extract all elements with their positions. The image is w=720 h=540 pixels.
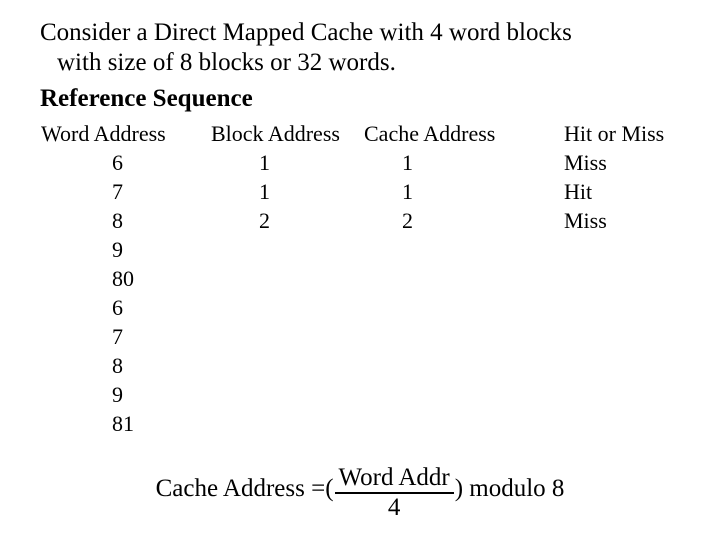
cell-word-address: 81 xyxy=(112,411,134,436)
table-row: 8 xyxy=(0,351,720,380)
section-title: Reference Sequence xyxy=(40,85,253,112)
cell-cache-address xyxy=(340,351,503,380)
cell-cache-address xyxy=(340,235,503,264)
cell-block-address xyxy=(185,351,340,380)
cell-block-address xyxy=(185,235,340,264)
cell-cache-address xyxy=(340,380,503,409)
cell-hit-or-miss xyxy=(503,409,720,438)
cell-cache-address xyxy=(340,409,503,438)
cell-block-address: 1 xyxy=(259,150,270,175)
cell-hit-or-miss xyxy=(503,322,720,351)
table-row: 6 1 1 Miss xyxy=(0,148,720,177)
intro-block: Consider a Direct Mapped Cache with 4 wo… xyxy=(40,18,700,78)
table-row: 6 xyxy=(0,293,720,322)
cell-word-address: 7 xyxy=(112,179,123,204)
fraction-bar xyxy=(334,492,454,494)
cell-word-address: 80 xyxy=(112,266,134,291)
cell-cache-address xyxy=(340,264,503,293)
intro-line-1: Consider a Direct Mapped Cache with 4 wo… xyxy=(40,19,572,46)
column-header-word-address: Word Address xyxy=(41,121,166,146)
cell-block-address xyxy=(185,293,340,322)
formula-fraction: Word Addr 4 xyxy=(334,464,454,522)
table-row: 9 xyxy=(0,380,720,409)
cell-hit-or-miss: Miss xyxy=(564,208,607,233)
table-row: 8 2 2 Miss xyxy=(0,206,720,235)
table-row: 9 xyxy=(0,235,720,264)
formula-numerator: Word Addr xyxy=(338,464,450,491)
cell-hit-or-miss xyxy=(503,380,720,409)
cell-block-address xyxy=(185,322,340,351)
cell-cache-address xyxy=(340,322,503,351)
column-header-block-address: Block Address xyxy=(211,121,340,146)
formula-denominator: 4 xyxy=(387,494,401,521)
formula-left-side: Cache Address =( xyxy=(155,475,334,503)
cell-word-address: 8 xyxy=(112,208,123,233)
cell-hit-or-miss: Hit xyxy=(564,179,593,204)
cache-address-formula: Cache Address =(Word Addr 4 ) modulo 8 xyxy=(0,462,720,522)
intro-line-2: with size of 8 blocks or 32 words. xyxy=(57,49,396,76)
cell-cache-address: 2 xyxy=(402,208,413,233)
cell-word-address: 9 xyxy=(112,382,123,407)
cell-word-address: 7 xyxy=(112,324,123,349)
reference-sequence-table: Word Address Block Address Cache Address… xyxy=(0,119,720,438)
cell-cache-address: 1 xyxy=(402,150,413,175)
cell-word-address: 6 xyxy=(112,295,123,320)
column-header-hit-or-miss: Hit or Miss xyxy=(564,121,665,146)
cell-word-address: 9 xyxy=(112,237,123,262)
cell-block-address xyxy=(185,264,340,293)
cell-hit-or-miss xyxy=(503,235,720,264)
cell-block-address xyxy=(185,380,340,409)
table-row: 81 xyxy=(0,409,720,438)
formula-expression: Cache Address =(Word Addr 4 ) modulo 8 xyxy=(155,462,565,522)
cell-block-address: 1 xyxy=(259,179,270,204)
table-header-row: Word Address Block Address Cache Address… xyxy=(0,119,720,148)
cell-cache-address: 1 xyxy=(402,179,413,204)
table-row: 7 xyxy=(0,322,720,351)
cell-word-address: 8 xyxy=(112,353,123,378)
cell-word-address: 6 xyxy=(112,150,123,175)
formula-right-side: ) modulo 8 xyxy=(454,475,565,503)
table-row: 7 1 1 Hit xyxy=(0,177,720,206)
cell-cache-address xyxy=(340,293,503,322)
column-header-cache-address: Cache Address xyxy=(364,121,496,146)
cell-hit-or-miss xyxy=(503,264,720,293)
cell-hit-or-miss xyxy=(503,293,720,322)
cell-block-address: 2 xyxy=(259,208,270,233)
cell-hit-or-miss: Miss xyxy=(564,150,607,175)
cell-block-address xyxy=(185,409,340,438)
table-row: 80 xyxy=(0,264,720,293)
cell-hit-or-miss xyxy=(503,351,720,380)
